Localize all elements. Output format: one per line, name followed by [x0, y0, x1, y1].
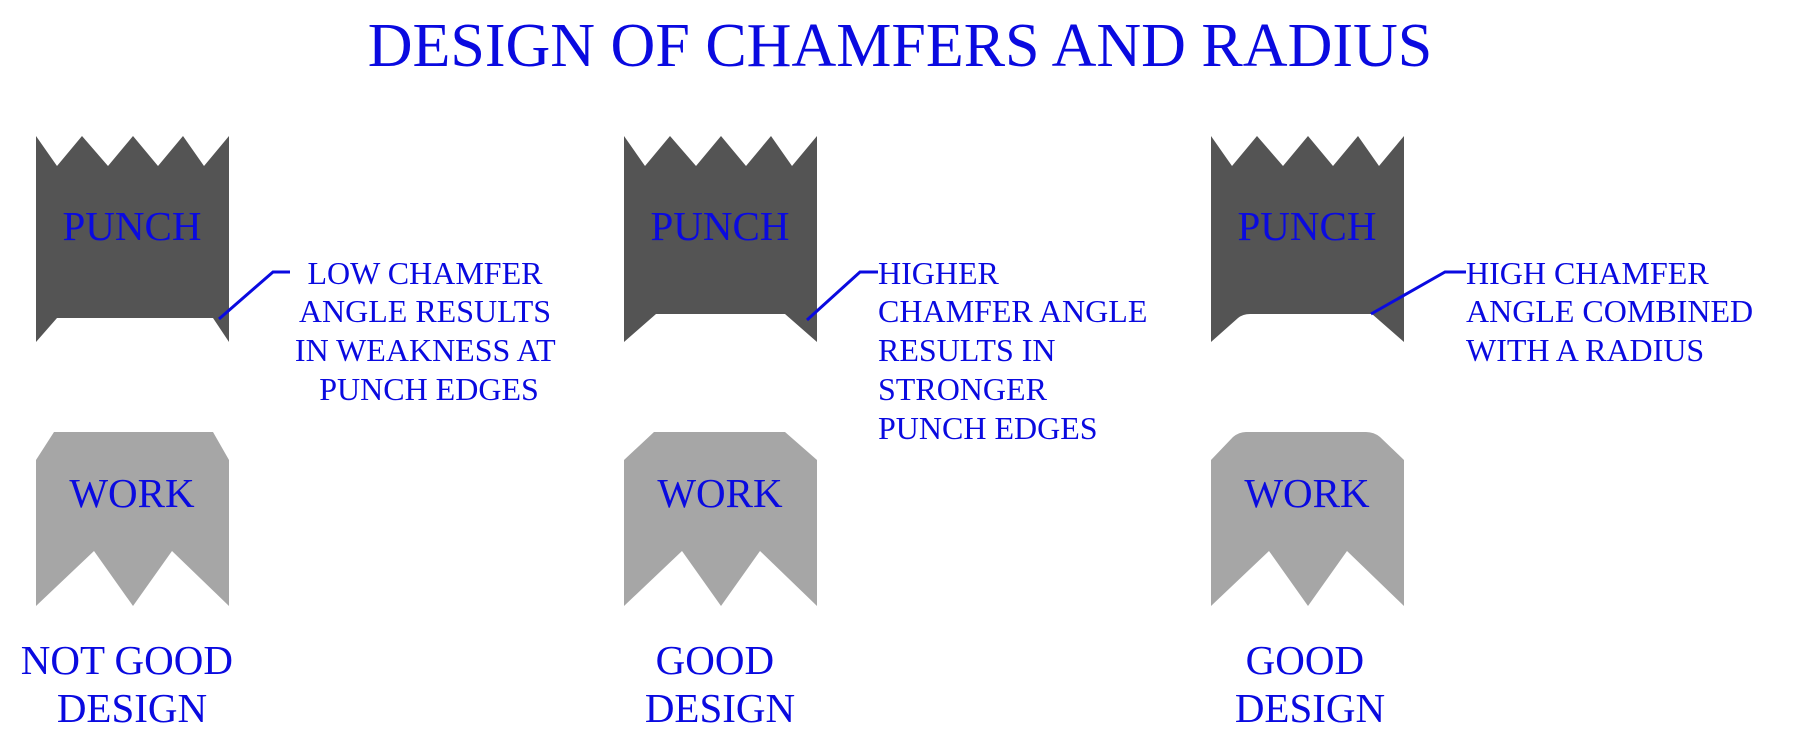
work-shape	[36, 432, 229, 606]
work-label: WORK	[69, 470, 195, 516]
note-line: HIGH CHAMFER	[1466, 255, 1709, 291]
leader-line	[1370, 270, 1466, 316]
verdict-line: NOT GOOD	[21, 637, 233, 683]
verdict-text: GOOD DESIGN	[1235, 637, 1385, 731]
panel-chamfer-with-radius: PUNCH WORK HIGH CHAMFER ANGLE COMBINED W…	[1211, 136, 1761, 731]
note-text: HIGHER CHAMFER ANGLE RESULTS IN STRONGER…	[878, 255, 1155, 446]
verdict-line: GOOD	[656, 637, 774, 683]
punch-label: PUNCH	[651, 203, 790, 249]
punch-label: PUNCH	[1238, 203, 1377, 249]
diagram-title: DESIGN OF CHAMFERS AND RADIUS	[368, 12, 1433, 80]
note-line: CHAMFER ANGLE	[878, 293, 1147, 329]
note-line: ANGLE RESULTS	[299, 293, 551, 329]
verdict-text: NOT GOOD DESIGN	[21, 637, 243, 731]
verdict-line: GOOD	[1246, 637, 1364, 683]
verdict-text: GOOD DESIGN	[645, 637, 795, 731]
punch-label: PUNCH	[63, 203, 202, 249]
panel-higher-chamfer: PUNCH WORK HIGHER CHAMFER ANGLE RESULTS …	[624, 136, 1155, 731]
note-line: STRONGER	[878, 371, 1048, 407]
punch-shape	[1211, 136, 1404, 342]
work-label: WORK	[1244, 470, 1370, 516]
punch-shape	[36, 136, 229, 342]
work-shape	[624, 432, 817, 606]
leader-line	[218, 270, 290, 321]
verdict-line: DESIGN	[1235, 685, 1385, 731]
work-shape	[1211, 432, 1404, 606]
note-line: RESULTS IN	[878, 332, 1056, 368]
note-line: HIGHER	[878, 255, 1000, 291]
verdict-line: DESIGN	[645, 685, 795, 731]
note-line: PUNCH EDGES	[878, 410, 1098, 446]
punch-shape	[624, 136, 817, 342]
leader-line	[805, 270, 878, 322]
note-line: PUNCH EDGES	[319, 371, 539, 407]
work-label: WORK	[657, 470, 783, 516]
note-line: WITH A RADIUS	[1466, 332, 1704, 368]
panel-low-chamfer: PUNCH WORK LOW CHAMFER ANGLE RESULTS IN …	[21, 136, 563, 731]
note-line: IN WEAKNESS AT	[295, 332, 556, 368]
note-line: LOW CHAMFER	[308, 255, 544, 291]
note-line: ANGLE COMBINED	[1466, 293, 1753, 329]
verdict-line: DESIGN	[57, 685, 207, 731]
note-text: HIGH CHAMFER ANGLE COMBINED WITH A RADIU…	[1466, 255, 1761, 368]
note-text: LOW CHAMFER ANGLE RESULTS IN WEAKNESS AT…	[295, 255, 563, 407]
